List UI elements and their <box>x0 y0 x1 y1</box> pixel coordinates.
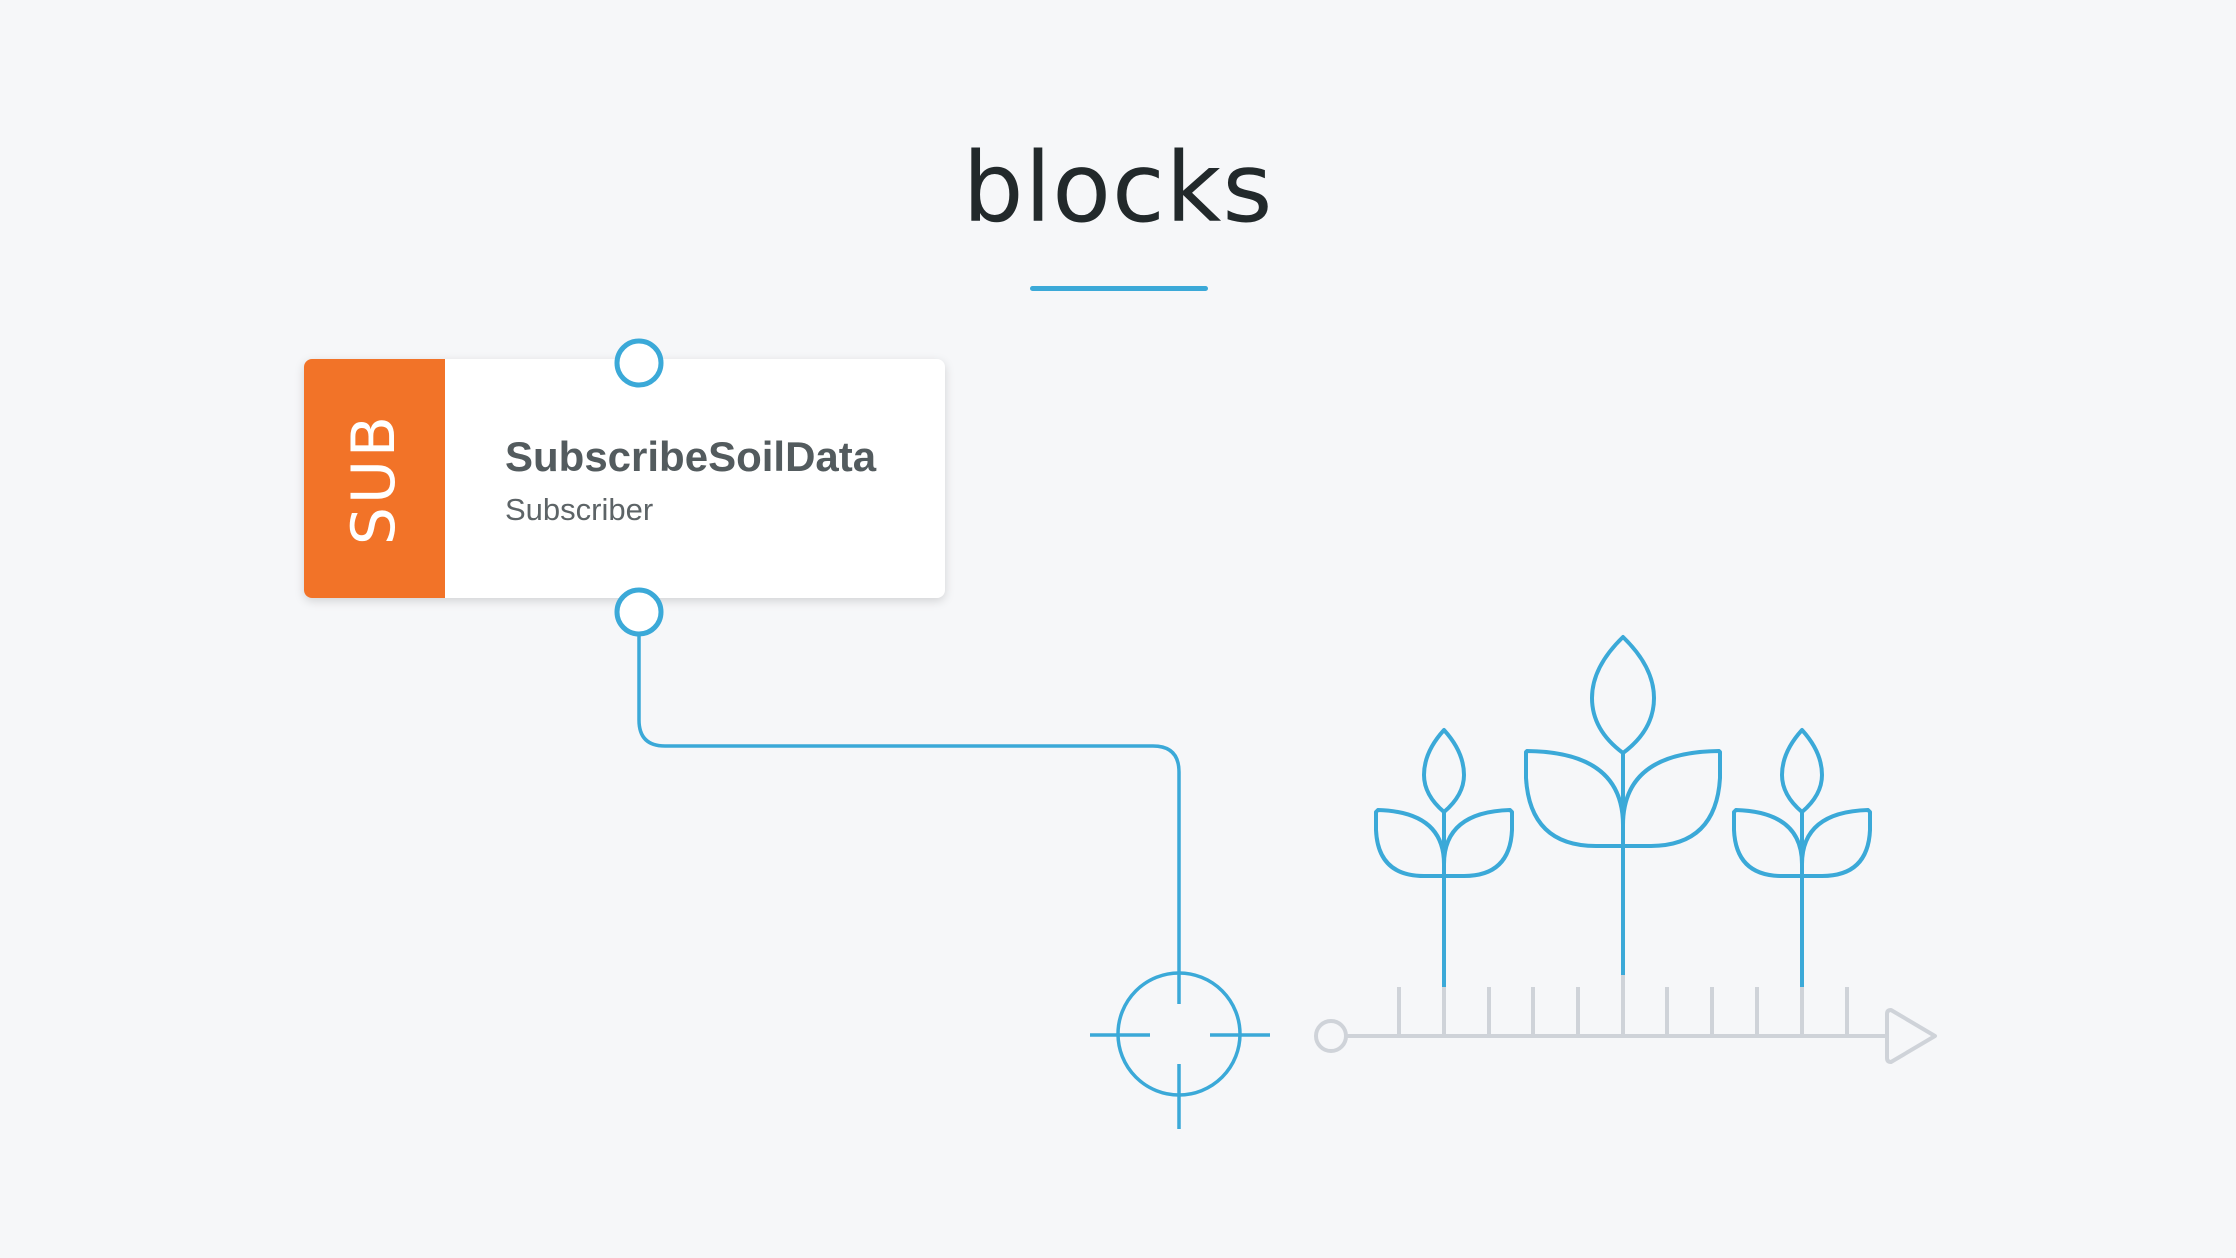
tall-plant-middle-icon <box>1524 635 1722 975</box>
output-port[interactable] <box>614 587 664 637</box>
block-name: SubscribeSoilData <box>505 433 877 480</box>
timeline-arrow-icon <box>1314 975 1937 1064</box>
crosshair-target-icon <box>1090 968 1270 1129</box>
connector-wire <box>637 634 1181 968</box>
subscriber-block[interactable]: SUB SubscribeSoilData Subscriber <box>304 359 945 598</box>
block-type-tag: SUB <box>304 359 445 598</box>
growing-plants-icon <box>1374 635 1872 987</box>
title-underline <box>1030 286 1208 291</box>
small-plant-left-icon <box>1374 728 1514 987</box>
small-plant-right-icon <box>1732 728 1872 987</box>
input-port[interactable] <box>614 338 664 388</box>
page-title: blocks <box>962 132 1274 244</box>
block-type-label: Subscriber <box>505 492 654 527</box>
